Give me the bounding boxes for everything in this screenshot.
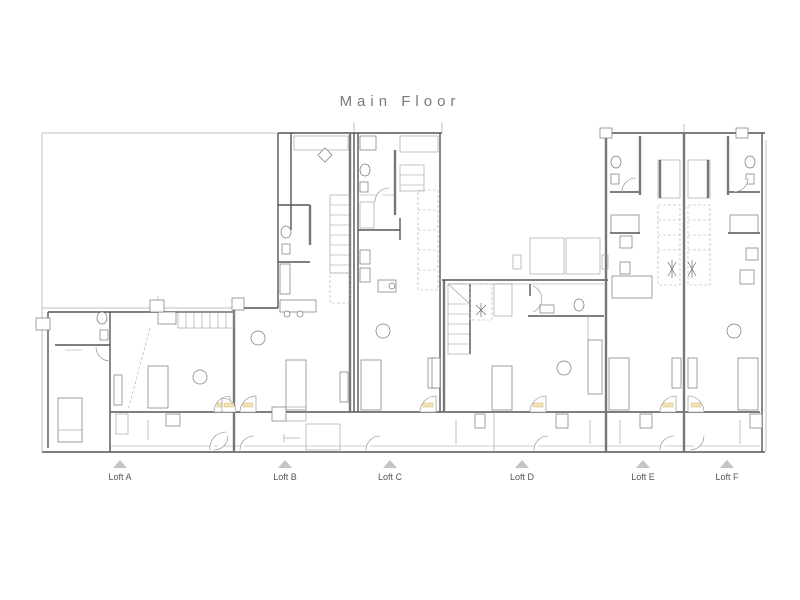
stairs-d [447,283,471,355]
sofa [285,359,307,411]
sofa [360,359,382,411]
loft-e-marker-icon [636,460,650,468]
sofa [147,365,169,409]
sofa [491,365,513,411]
bed [57,397,83,443]
loft-d-label: Loft D [509,472,535,482]
drawing-title: Main Floor [339,93,461,110]
open-yard-area [41,132,279,309]
dining-table [250,330,266,346]
sofa [737,357,759,411]
loft-a-label: Loft A [108,472,132,482]
stairs-c [399,164,439,291]
loft-e-plan [599,127,682,451]
loft-b-marker-icon [278,460,292,468]
loft-a-plan [35,297,245,452]
dining-table [375,323,391,339]
loft-b-label: Loft B [273,472,297,482]
dining-table [192,369,208,385]
loft-c-marker-icon [383,460,397,468]
skylight [529,237,565,275]
sofa [608,357,630,411]
dining-table [556,360,572,376]
loft-d-plan [431,237,609,452]
loft-a-marker-icon [113,460,127,468]
loft-f-label: Loft F [715,472,739,482]
dining-table [726,323,742,339]
skylight [565,237,601,275]
column [35,317,51,331]
loft-e-label: Loft E [631,472,655,482]
stairs-f [687,159,711,286]
loft-c-plan [358,135,439,451]
loft-d-marker-icon [515,460,529,468]
plant-icon [687,260,697,278]
loft-f-marker-icon [720,460,734,468]
stairs-b [329,194,351,304]
plant-icon [475,303,487,317]
plant-icon [667,260,677,278]
island [611,275,653,299]
loft-f-plan [687,127,763,451]
loft-b-plan [213,135,351,451]
stairs-e [657,159,681,286]
loft-c-label: Loft C [377,472,403,482]
stairs-a [177,311,235,329]
